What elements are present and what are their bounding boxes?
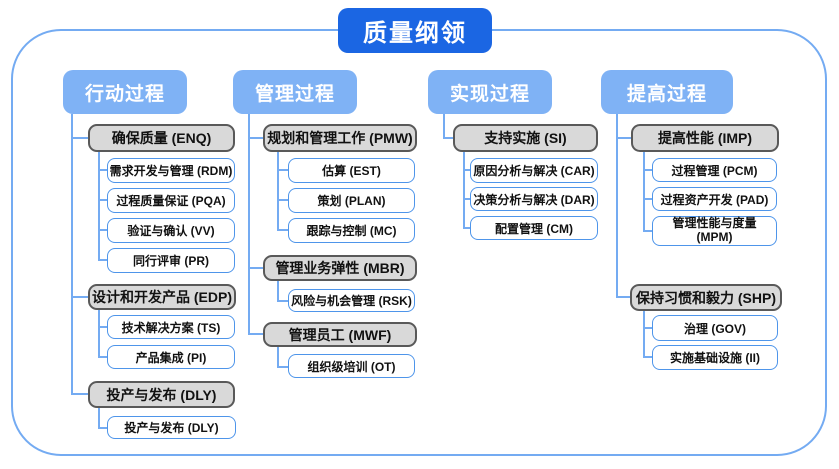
node-pr: 同行评审 (PR) <box>107 248 235 273</box>
connector-line <box>616 137 631 139</box>
node-ii: 实施基础设施 (II) <box>652 345 778 370</box>
connector-line <box>443 137 453 139</box>
connector-line <box>98 199 107 201</box>
connector-line <box>643 356 652 358</box>
connector-line <box>643 311 645 358</box>
node-enq: 确保质量 (ENQ) <box>88 124 235 152</box>
connector-line <box>277 169 288 171</box>
connector-line <box>98 310 100 358</box>
node-si: 支持实施 (SI) <box>453 124 598 152</box>
node-est: 估算 (EST) <box>288 158 415 183</box>
node-shp: 保持习惯和毅力 (SHP) <box>630 284 782 311</box>
connector-line <box>98 408 100 429</box>
node-mpm: 管理性能与度量 (MPM) <box>652 216 777 246</box>
node-rdm: 需求开发与管理 (RDM) <box>107 158 235 183</box>
node-ts: 技术解决方案 (TS) <box>107 315 235 339</box>
connector-line <box>463 169 470 171</box>
connector-line <box>98 326 107 328</box>
header-realization-process: 实现过程 <box>428 70 552 114</box>
node-plan: 策划 (PLAN) <box>288 188 415 213</box>
connector-line <box>277 347 279 368</box>
connector-line <box>463 227 470 229</box>
connector-line <box>643 152 645 232</box>
connector-line <box>71 137 88 139</box>
connector-line <box>277 152 279 231</box>
node-dly-child: 投产与发布 (DLY) <box>107 416 236 439</box>
node-ot: 组织级培训 (OT) <box>288 354 415 378</box>
connector-line <box>248 267 263 269</box>
connector-line <box>616 114 618 298</box>
connector-line <box>98 229 107 231</box>
header-action-process: 行动过程 <box>63 70 187 114</box>
node-dar: 决策分析与解决 (DAR) <box>470 187 598 211</box>
connector-line <box>277 300 288 302</box>
header-improvement-process: 提高过程 <box>601 70 733 114</box>
connector-line <box>643 327 652 329</box>
node-rsk: 风险与机会管理 (RSK) <box>288 289 415 312</box>
connector-line <box>643 230 652 232</box>
connector-line <box>71 393 88 395</box>
node-cm: 配置管理 (CM) <box>470 216 598 240</box>
connector-line <box>98 152 100 261</box>
connector-line <box>98 356 107 358</box>
node-pad: 过程资产开发 (PAD) <box>652 187 777 211</box>
connector-line <box>443 114 445 139</box>
node-edp: 设计和开发产品 (EDP) <box>88 284 236 310</box>
node-mbr: 管理业务弹性 (MBR) <box>263 255 417 281</box>
connector-line <box>277 366 288 368</box>
node-mwf: 管理员工 (MWF) <box>263 322 417 347</box>
connector-line <box>248 114 250 335</box>
node-pi: 产品集成 (PI) <box>107 345 235 369</box>
connector-line <box>463 198 470 200</box>
node-mc: 跟踪与控制 (MC) <box>288 218 415 243</box>
node-pmw: 规划和管理工作 (PMW) <box>263 124 417 152</box>
node-pcm: 过程管理 (PCM) <box>652 158 777 182</box>
connector-line <box>616 296 630 298</box>
connector-line <box>71 114 73 395</box>
connector-line <box>463 152 465 229</box>
connector-line <box>277 199 288 201</box>
connector-line <box>277 229 288 231</box>
connector-line <box>71 296 88 298</box>
connector-line <box>98 259 107 261</box>
connector-line <box>248 137 263 139</box>
node-dly: 投产与发布 (DLY) <box>88 381 235 408</box>
connector-line <box>98 427 107 429</box>
connector-line <box>277 281 279 302</box>
diagram-title: 质量纲领 <box>338 8 492 53</box>
node-vv: 验证与确认 (VV) <box>107 218 235 243</box>
connector-line <box>643 169 652 171</box>
connector-line <box>98 169 107 171</box>
connector-line <box>643 198 652 200</box>
connector-line <box>248 333 263 335</box>
node-pqa: 过程质量保证 (PQA) <box>107 188 235 213</box>
node-imp: 提高性能 (IMP) <box>631 124 779 152</box>
node-car: 原因分析与解决 (CAR) <box>470 158 598 183</box>
header-management-process: 管理过程 <box>233 70 357 114</box>
node-gov: 治理 (GOV) <box>652 315 778 341</box>
